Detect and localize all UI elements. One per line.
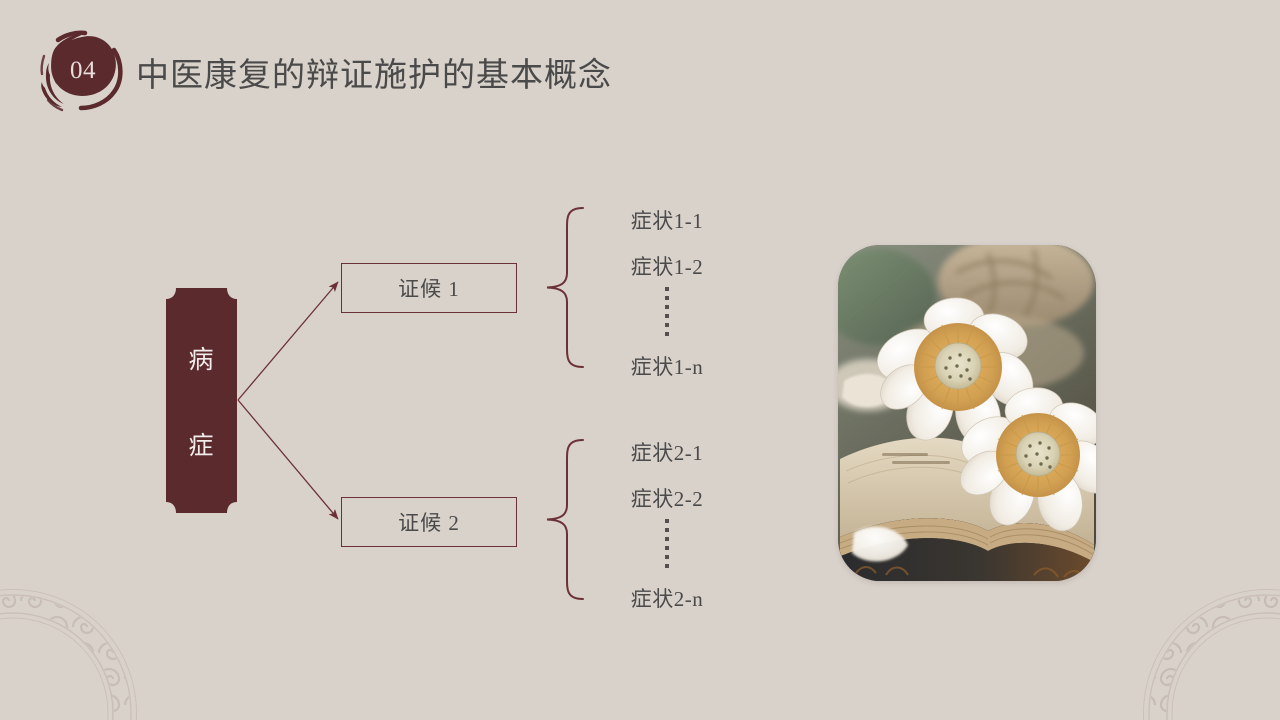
slide-header: 04 中医康复的辩证施护的基本概念 (0, 0, 1280, 130)
section-number-label: 04 (70, 57, 96, 84)
section-number-badge: 04 (34, 28, 130, 114)
symptom-item: 症状2-2 (630, 487, 704, 511)
symptom-item: 症状1-2 (630, 255, 704, 279)
page-title: 中医康复的辩证施护的基本概念 (136, 58, 612, 94)
concept-diagram: 病 症 证候 1 证候 2 症状1-1 症状1-2 症状1-n (166, 205, 762, 614)
vertical-ellipsis-icon (665, 517, 669, 569)
lotus-book-photo (838, 245, 1096, 581)
symptom-item: 症状1-1 (630, 209, 704, 233)
vertical-ellipsis-icon (665, 285, 669, 337)
root-node-text: 病 症 (166, 288, 237, 513)
symptom-item: 症状2-n (630, 587, 704, 611)
curly-brace-1-icon (543, 205, 587, 370)
syndrome-box-1[interactable]: 证候 1 (341, 263, 517, 313)
syndrome-box-2[interactable]: 证候 2 (341, 497, 517, 547)
symptom-list-1: 症状1-1 症状1-2 症状1-n (572, 206, 762, 382)
corner-ornament-right-icon (1142, 588, 1280, 720)
curly-brace-2-icon (543, 437, 587, 602)
syndrome-box-2-label: 证候 2 (398, 511, 460, 535)
root-node-char-1: 病 (188, 346, 215, 374)
symptom-item: 症状2-1 (630, 441, 704, 465)
symptom-list-2: 症状2-1 症状2-2 症状2-n (572, 438, 762, 614)
root-node-banner: 病 症 (166, 288, 237, 513)
syndrome-box-1-label: 证候 1 (398, 277, 460, 301)
symptom-item: 症状1-n (630, 355, 704, 379)
root-node-char-2: 症 (188, 432, 215, 460)
